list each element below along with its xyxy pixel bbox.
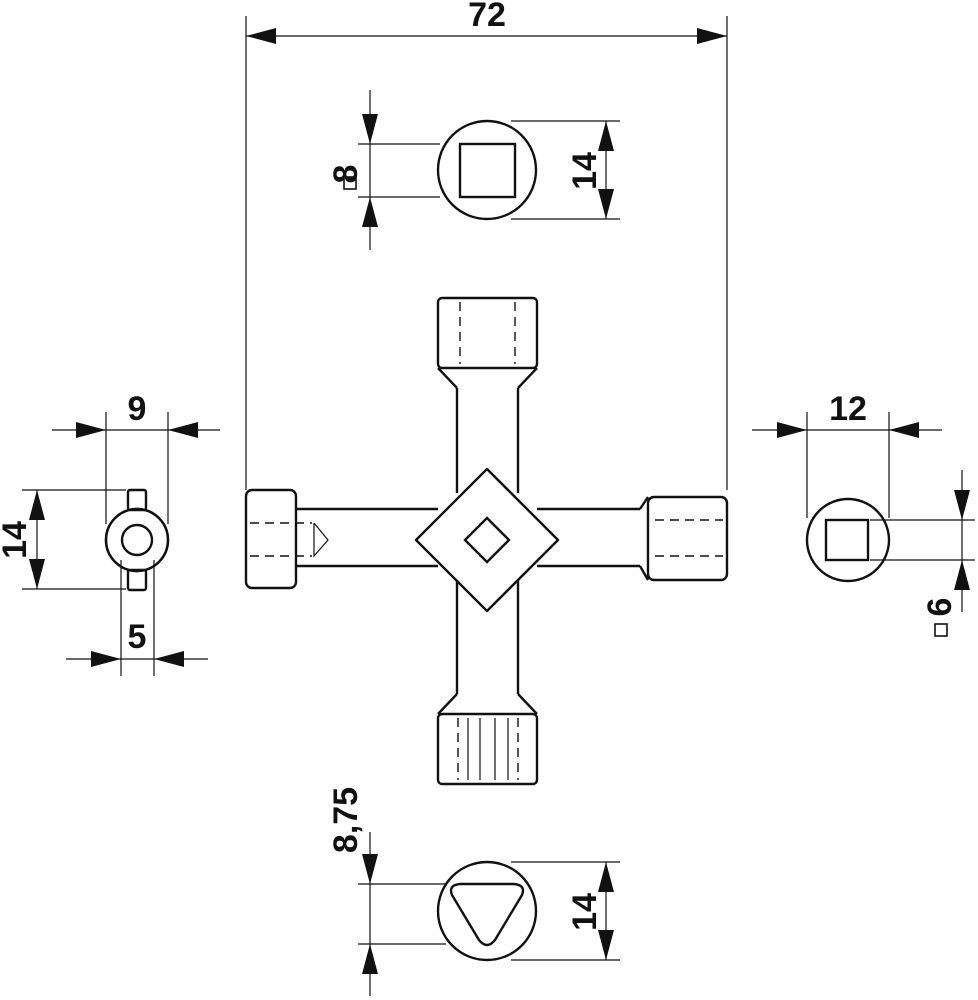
square-symbol-icon [934,623,948,637]
square-symbol-icon [343,176,357,190]
bottom-socket-head [436,693,539,786]
dim-overall-width: 72 [245,0,728,490]
right-socket-head [638,495,729,582]
dim-left-height-label: 14 [0,521,34,559]
dim-bottom-triangle-label: 8,75 [327,787,365,853]
dim-top-diameter-label: 14 [566,152,604,190]
right-socket-view: 12 6 [752,390,975,637]
left-bit-view: 9 14 5 [0,390,220,676]
dim-right-width-label: 12 [829,390,867,428]
key-body [244,296,729,786]
dim-bottom-diameter-label: 14 [566,893,604,931]
top-socket-view: 8 14 [327,90,620,250]
dim-top-square-label: 8 [327,165,365,184]
bottom-socket-view: 8,75 14 [327,787,620,996]
top-socket-head [436,296,539,389]
dim-left-width-label: 9 [128,390,147,428]
dim-left-pin-label: 5 [128,618,147,656]
dim-overall-width-label: 72 [468,0,506,34]
dim-right-square-label: 6 [921,598,959,617]
center-diamond [414,467,560,613]
left-bit-head [244,488,329,590]
